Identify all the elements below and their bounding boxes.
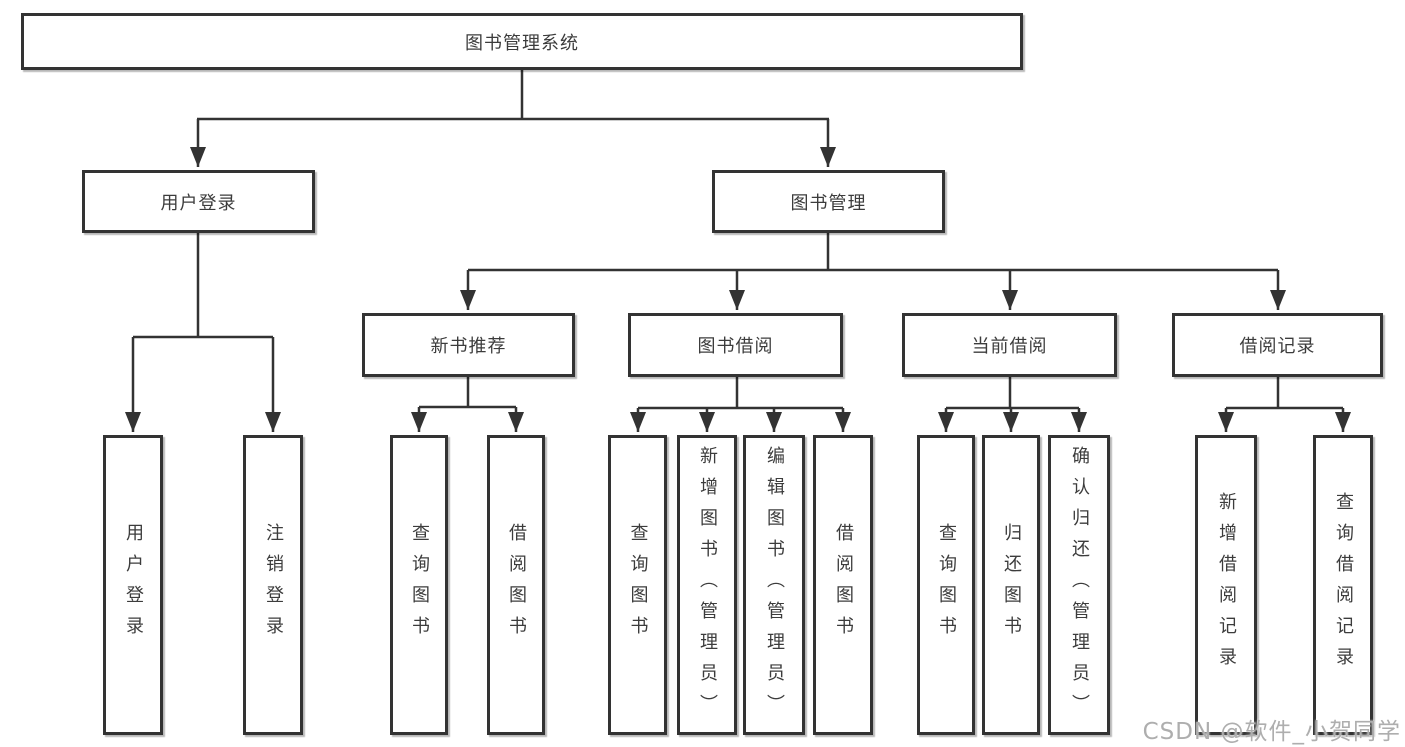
leaf-logout: 注销登录: [243, 435, 303, 735]
connector-book-mgmt-children: [460, 233, 1286, 310]
leaf-borrow-books-1: 借阅图书: [487, 435, 545, 735]
node-new-book-recommend: 新书推荐: [362, 313, 575, 377]
leaf-query-borrow-record: 查询借阅记录: [1313, 435, 1373, 735]
leaf-query-books-1: 查询图书: [390, 435, 448, 735]
leaf-user-login: 用户登录: [103, 435, 163, 735]
leaf-borrow-books-2: 借阅图书: [813, 435, 873, 735]
connector-root-to-level2: [190, 70, 836, 167]
leaf-query-books-3: 查询图书: [917, 435, 975, 735]
node-book-borrow: 图书借阅: [628, 313, 843, 377]
leaf-edit-books-admin: 编辑图书（管理员）: [743, 435, 805, 735]
leaf-query-books-2: 查询图书: [608, 435, 667, 735]
node-book-management-branch: 图书管理: [712, 170, 945, 233]
node-user-login-branch: 用户登录: [82, 170, 315, 233]
leaf-add-books-admin: 新增图书（管理员）: [677, 435, 737, 735]
node-root-system: 图书管理系统: [21, 13, 1023, 70]
node-current-borrow: 当前借阅: [902, 313, 1117, 377]
node-borrow-records: 借阅记录: [1172, 313, 1383, 377]
leaf-return-books: 归还图书: [982, 435, 1040, 735]
connector-book-borrow-children: [630, 377, 851, 432]
connector-new-books-children: [411, 377, 524, 432]
leaf-confirm-return-admin: 确认归还（管理员）: [1048, 435, 1110, 735]
connector-current-borrow-children: [938, 377, 1087, 432]
connector-user-login-children: [125, 233, 281, 432]
connector-borrow-records-children: [1218, 377, 1351, 432]
csdn-watermark: CSDN @软件_小贺同学: [1142, 719, 1401, 745]
leaf-add-borrow-record: 新增借阅记录: [1195, 435, 1257, 735]
